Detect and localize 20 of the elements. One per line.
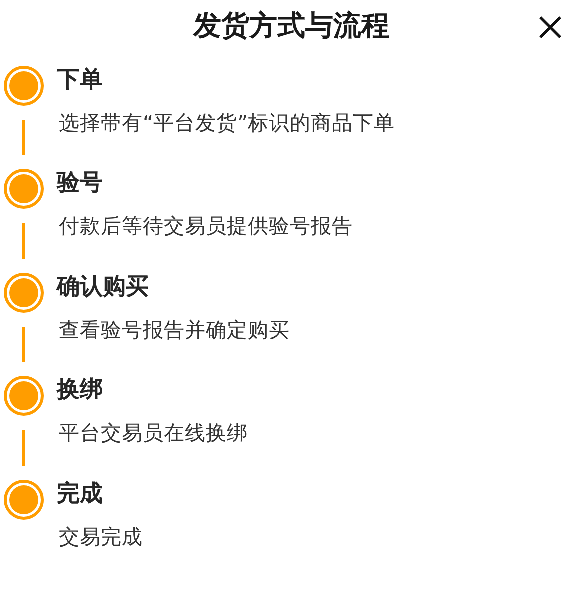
step-description: 交易完成: [59, 524, 143, 550]
connector-line: [22, 223, 26, 259]
step-marker: [4, 376, 44, 416]
step-description: 付款后等待交易员提供验号报告: [59, 213, 353, 239]
connector-line: [22, 120, 26, 155]
step-marker: [4, 273, 44, 313]
step-title: 换绑: [57, 376, 103, 404]
step-marker: [4, 169, 44, 209]
step-title: 下单: [57, 66, 103, 94]
connector-line: [22, 327, 26, 362]
step-marker: [4, 480, 44, 520]
step-description: 选择带有“平台发货”标识的商品下单: [59, 110, 396, 136]
step-title: 完成: [57, 480, 103, 508]
step-description: 平台交易员在线换绑: [59, 420, 248, 446]
step-title: 验号: [57, 169, 103, 197]
step-description: 查看验号报告并确定购买: [59, 317, 290, 343]
step-marker: [4, 66, 44, 106]
connector-line: [22, 430, 26, 466]
dialog-title: 发货方式与流程: [194, 8, 390, 44]
step-title: 确认购买: [57, 273, 149, 301]
